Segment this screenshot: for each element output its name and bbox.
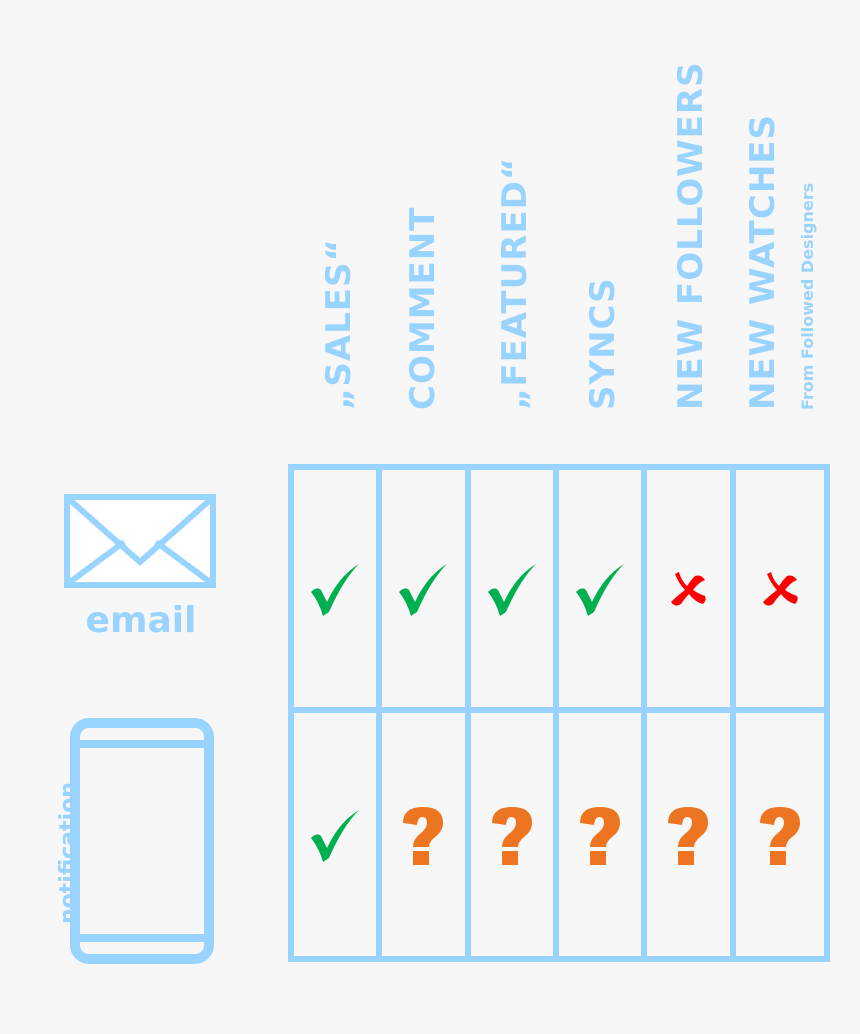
cell-email-featured [470, 470, 559, 713]
cell-notification-syncs [559, 713, 648, 956]
cell-email-sales [294, 470, 383, 713]
check-icon [399, 563, 448, 616]
cross-icon [762, 571, 798, 606]
cell-notification-comment [382, 713, 471, 956]
cross-icon [671, 571, 707, 606]
cell-notification-featured [471, 713, 559, 956]
cell-email-new-followers [647, 470, 736, 713]
envelope-icon [64, 494, 216, 588]
question-icon [580, 806, 621, 865]
check-icon [311, 563, 360, 616]
question-icon [668, 806, 709, 865]
cell-email-new-watches [735, 470, 824, 713]
cell-notification-new-followers [647, 713, 736, 956]
column-header-new-watches: NEW WATCHES [743, 114, 783, 410]
question-icon [403, 806, 444, 865]
check-icon [576, 563, 625, 616]
cell-notification-new-watches [736, 713, 824, 956]
cell-email-syncs [559, 470, 648, 713]
column-header-new-followers: NEW FOLLOWERS [671, 61, 711, 410]
row-label-email: email [85, 600, 197, 641]
cell-notification-sales [294, 713, 383, 956]
column-header-comment: COMMENT [403, 206, 443, 410]
smartphone-icon [70, 718, 214, 964]
cell-email-comment [382, 470, 471, 713]
check-icon [487, 563, 536, 616]
column-header-sales: „SALES“ [319, 238, 359, 410]
row-label-notification: notification [56, 782, 81, 924]
column-header-featured: „FEATURED“ [495, 156, 535, 410]
question-icon [759, 806, 800, 865]
notification-matrix [288, 464, 830, 962]
check-icon [311, 809, 360, 862]
column-header-syncs: SYNCS [583, 277, 623, 410]
question-icon [491, 806, 532, 865]
column-subheader-new-watches: From Followed Designers [798, 182, 817, 410]
